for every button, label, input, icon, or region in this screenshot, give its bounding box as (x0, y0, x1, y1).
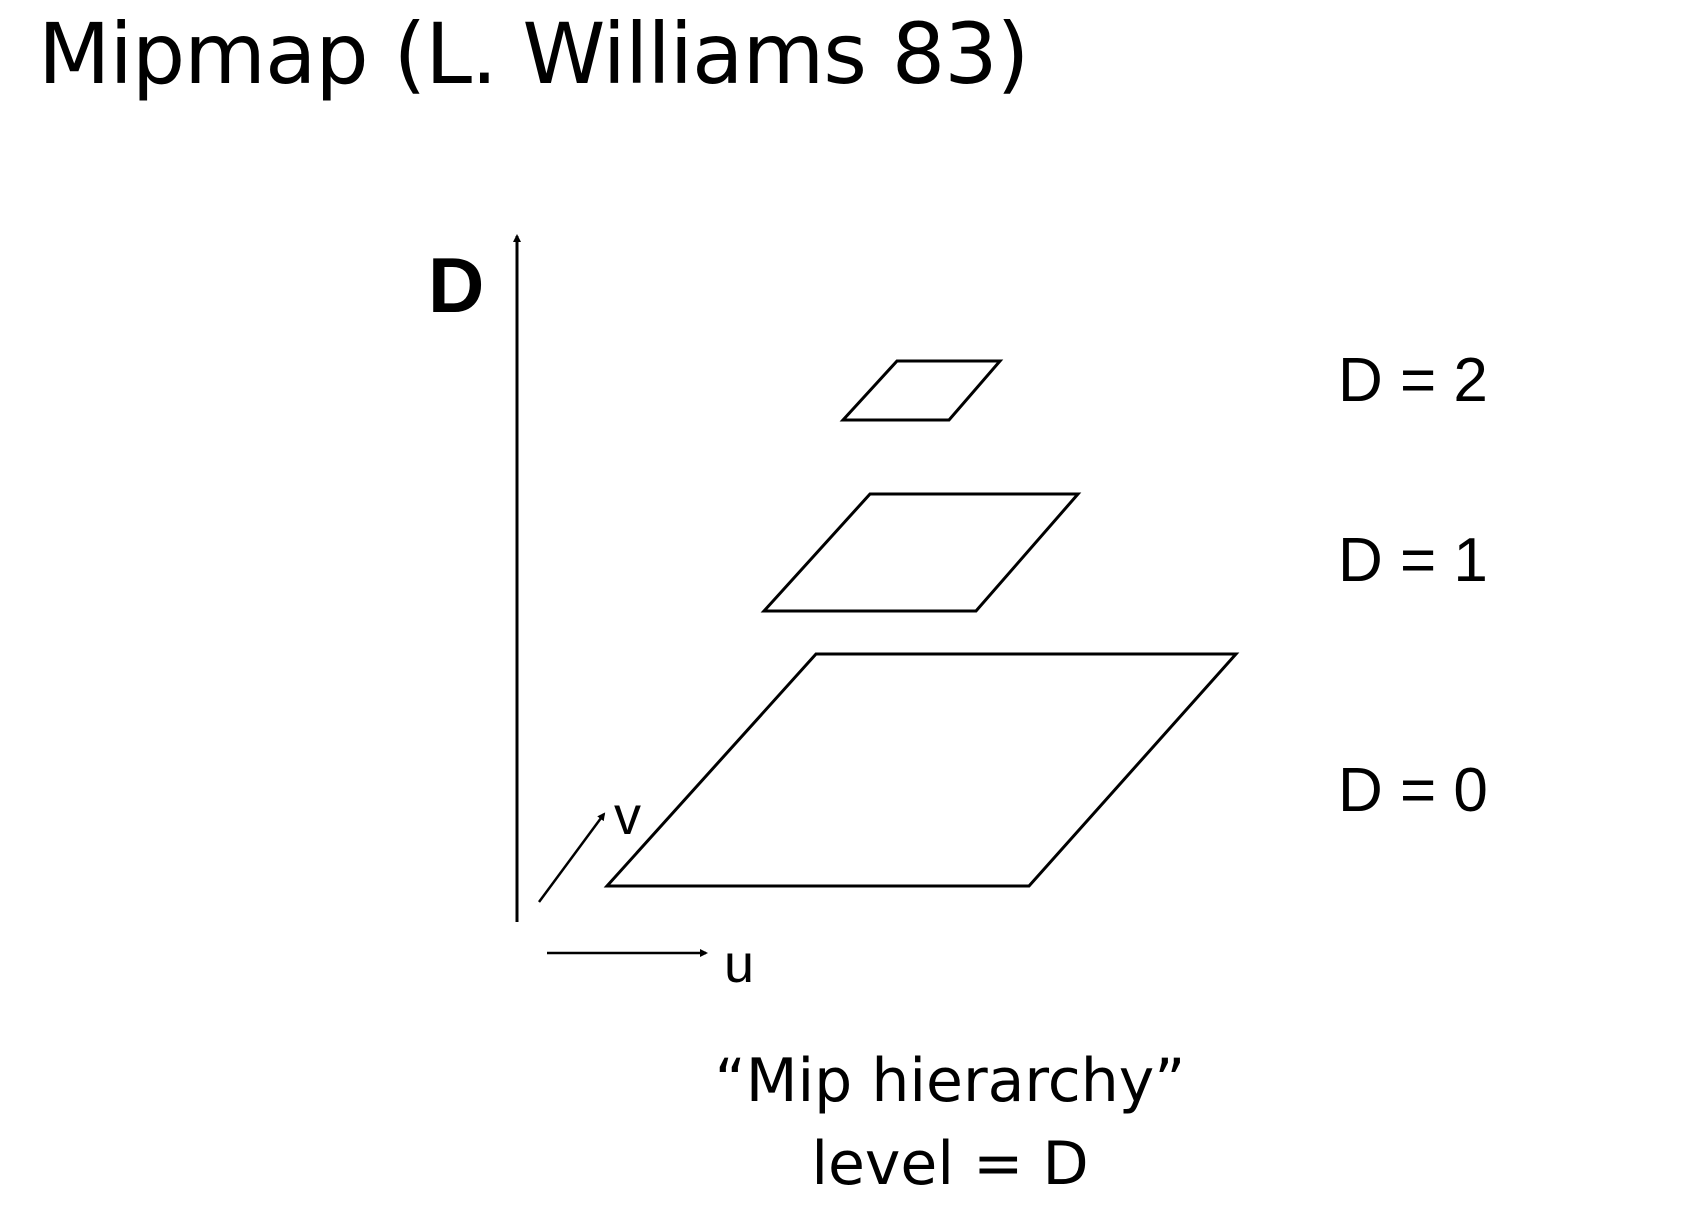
level-label-d1: D = 1 (1338, 526, 1488, 595)
mip-level-0-plane (603, 652, 1240, 888)
u-axis-label: u (724, 934, 754, 994)
v-axis-label: v (614, 786, 641, 846)
d-axis-label: D (428, 241, 484, 329)
level-label-d2: D = 2 (1338, 346, 1488, 415)
slide-title: Mipmap (L. Williams 83) (38, 5, 1029, 103)
v-axis-arrow (537, 812, 606, 903)
caption-level: level = D (811, 1129, 1089, 1199)
level-label-d0: D = 0 (1338, 756, 1488, 825)
mip-level-2-plane (839, 359, 1004, 422)
caption-title: “Mip hierarchy” (714, 1046, 1186, 1116)
mip-level-1-plane (760, 492, 1082, 613)
